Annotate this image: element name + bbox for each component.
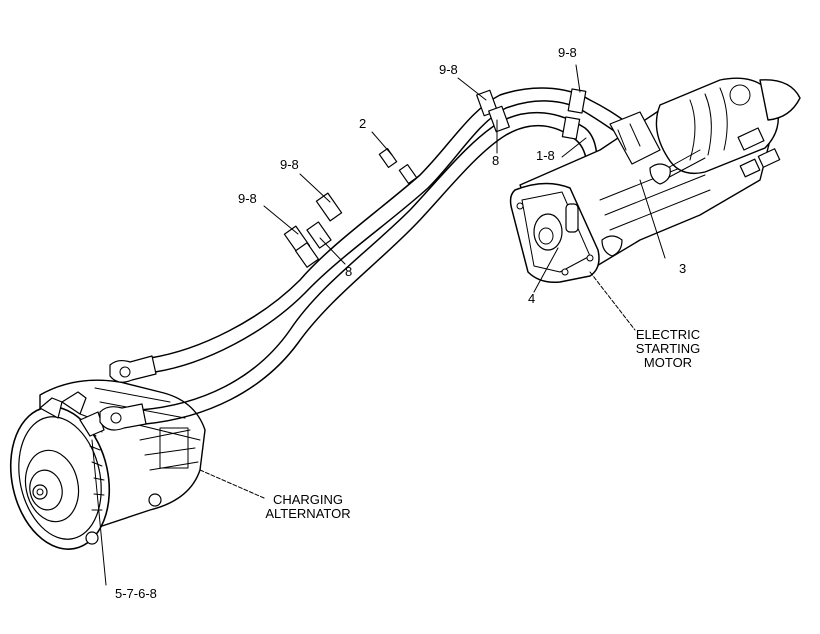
- callout-5-7-6-8: 5-7-6-8: [115, 586, 157, 601]
- callout-9-8-top-right: 9-8: [558, 45, 577, 60]
- starter-label-line2: STARTING: [635, 341, 701, 356]
- callout-9-8-middle: 9-8: [280, 157, 299, 172]
- starter-label-line1: ELECTRIC: [635, 327, 701, 342]
- callout-4: 4: [528, 291, 536, 306]
- callout-1-8: 1-8: [536, 148, 555, 163]
- charging-alternator-label: CHARGING ALTERNATOR: [262, 493, 354, 521]
- alternator-label-line2: ALTERNATOR: [265, 506, 351, 521]
- callout-9-8-top-left: 9-8: [439, 62, 458, 77]
- callout-2: 2: [359, 116, 367, 131]
- callout-8-upper: 8: [492, 153, 500, 168]
- cable-harness: [99, 87, 636, 431]
- starter-label-line3: MOTOR: [643, 355, 693, 370]
- callout-8-lower: 8: [345, 264, 353, 279]
- callout-3: 3: [679, 261, 687, 276]
- leader-lines: [91, 64, 666, 586]
- alternator-label-line1: CHARGING: [272, 492, 344, 507]
- electric-starting-motor: [509, 77, 801, 284]
- callout-9-8-lower: 9-8: [238, 191, 257, 206]
- charging-alternator: [9, 379, 206, 550]
- electric-starting-motor-label: ELECTRIC STARTING MOTOR: [628, 328, 708, 370]
